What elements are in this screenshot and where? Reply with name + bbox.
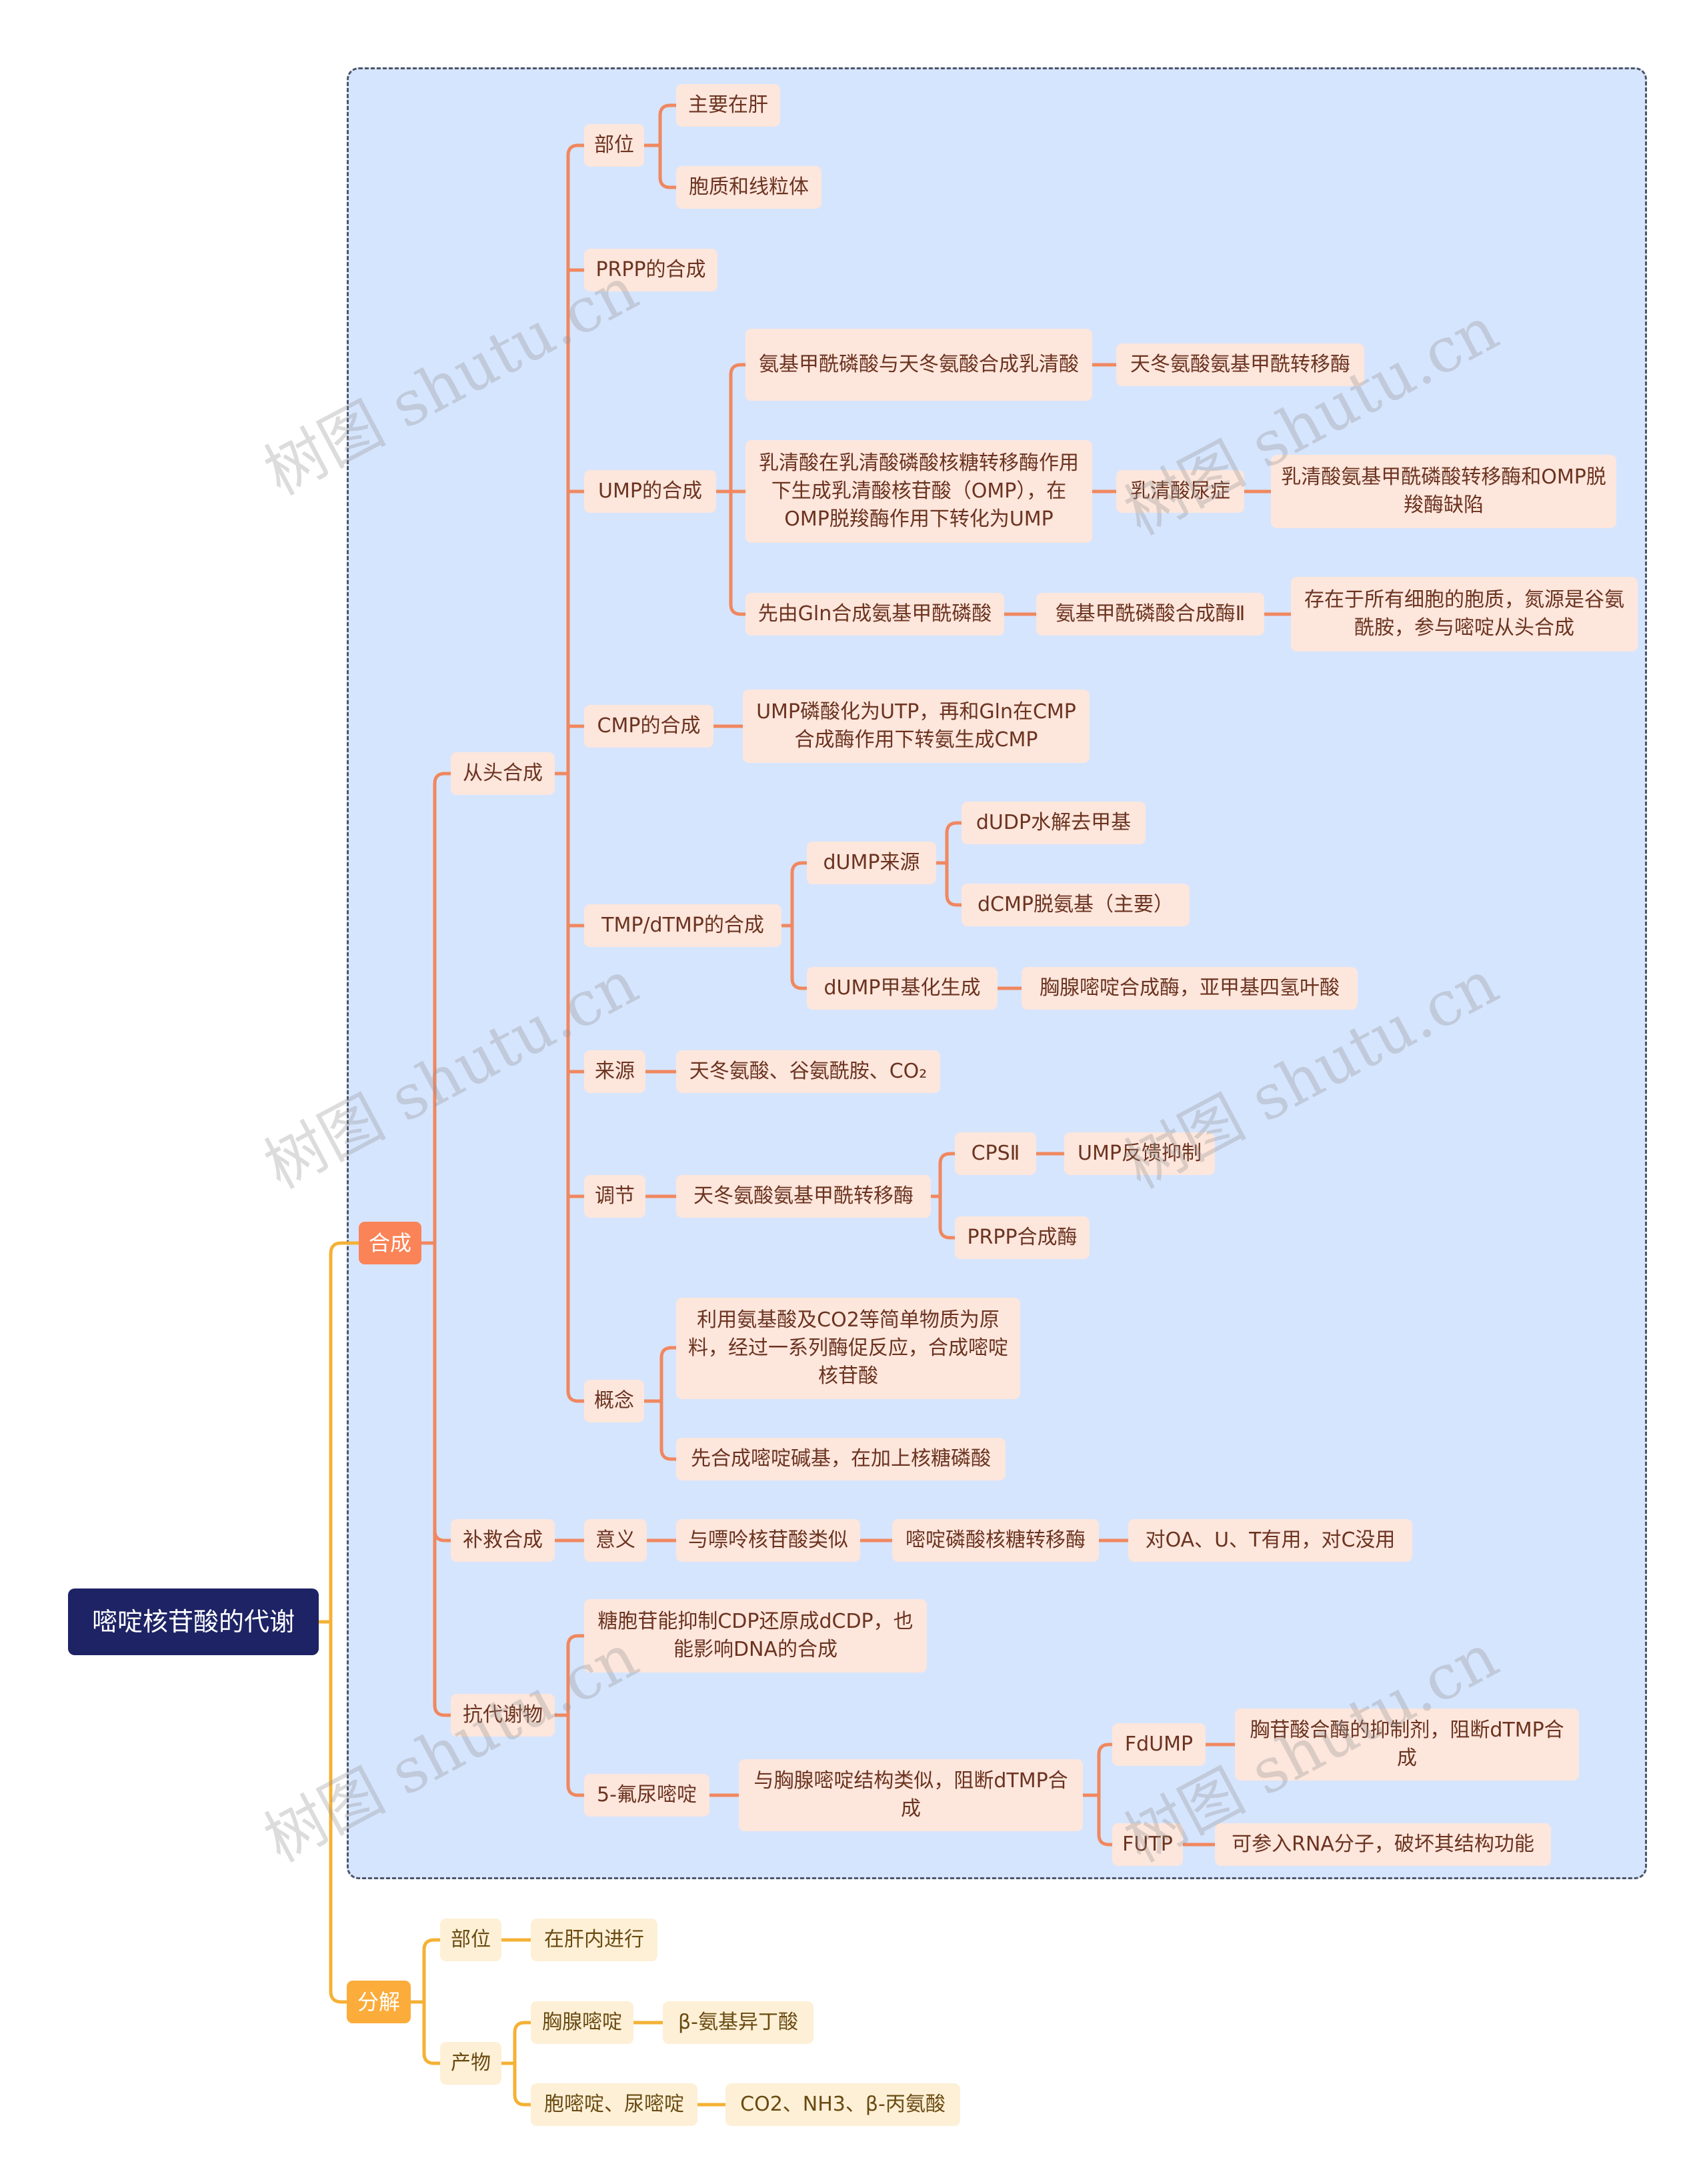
node-ump-step3[interactable]: 先由Gln合成氨基甲酰磷酸 bbox=[745, 593, 1004, 636]
edge-decomp-prod bbox=[499, 2021, 727, 2107]
node-fdump[interactable]: FdUMP bbox=[1112, 1723, 1206, 1766]
node-cytarabine[interactable]: 糖胞苷能抑制CDP还原成dCDP，也能影响DNA的合成 bbox=[584, 1599, 927, 1673]
node-antimetabolite[interactable]: 抗代谢物 bbox=[451, 1694, 555, 1737]
edge-reg bbox=[643, 1152, 1066, 1240]
node-decomp-site-desc[interactable]: 在肝内进行 bbox=[531, 1919, 657, 1961]
edge-denovo bbox=[553, 143, 586, 1403]
node-cps2-note[interactable]: 存在于所有细胞的胞质，氮源是谷氨酰胺，参与嘧啶从头合成 bbox=[1291, 577, 1638, 652]
node-decomposition[interactable]: 分解 bbox=[347, 1981, 411, 2023]
edge-concept bbox=[642, 1346, 678, 1461]
node-concept[interactable]: 概念 bbox=[584, 1380, 644, 1422]
node-synthesis[interactable]: 合成 bbox=[359, 1222, 421, 1264]
node-ump-step1-enzyme[interactable]: 天冬氨酸氨基甲酰转移酶 bbox=[1116, 343, 1364, 386]
node-fdump-desc[interactable]: 胸苷酸合酶的抑制剂，阻断dTMP合成 bbox=[1235, 1709, 1579, 1781]
node-futp[interactable]: FUTP bbox=[1112, 1823, 1183, 1866]
node-5fu-desc[interactable]: 与胸腺嘧啶结构类似，阻断dTMP合成 bbox=[739, 1759, 1083, 1831]
node-cmp-desc[interactable]: UMP磷酸化为UTP，再和Gln在CMP合成酶作用下转氨生成CMP bbox=[743, 690, 1090, 763]
node-regulation[interactable]: 调节 bbox=[584, 1175, 645, 1218]
node-cu-products[interactable]: CO2、NH3、β-丙氨酸 bbox=[725, 2083, 960, 2126]
node-cps2[interactable]: 氨基甲酰磷酸合成酶Ⅱ bbox=[1036, 593, 1264, 636]
edge-anti bbox=[553, 1634, 586, 1797]
node-cmp-synthesis[interactable]: CMP的合成 bbox=[584, 705, 713, 748]
node-salvage-meaning[interactable]: 意义 bbox=[584, 1519, 647, 1562]
node-ump-feedback[interactable]: UMP反馈抑制 bbox=[1064, 1132, 1215, 1175]
node-salvage-enzyme[interactable]: 嘧啶磷酸核糖转移酶 bbox=[892, 1519, 1099, 1562]
node-site[interactable]: 部位 bbox=[584, 124, 644, 167]
node-orotic-aciduria[interactable]: 乳清酸尿症 bbox=[1116, 470, 1244, 513]
node-source[interactable]: 来源 bbox=[584, 1050, 645, 1093]
node-salvage-synthesis[interactable]: 补救合成 bbox=[451, 1519, 555, 1562]
node-de-novo-synthesis[interactable]: 从头合成 bbox=[451, 752, 555, 795]
node-cytosine-uracil[interactable]: 胞嘧啶、尿嘧啶 bbox=[531, 2083, 697, 2126]
node-futp-desc[interactable]: 可参入RNA分子，破坏其结构功能 bbox=[1215, 1823, 1551, 1866]
node-concept-def[interactable]: 利用氨基酸及CO2等简单物质为原料，经过一系列酶促反应，合成嘧啶核苷酸 bbox=[676, 1298, 1020, 1399]
edge-site bbox=[642, 103, 678, 189]
node-ump-step1[interactable]: 氨基甲酰磷酸与天冬氨酸合成乳清酸 bbox=[745, 329, 1092, 401]
node-5fu[interactable]: 5-氟尿嘧啶 bbox=[584, 1774, 709, 1817]
edge-dump-src bbox=[934, 821, 964, 907]
edge-ump bbox=[714, 363, 747, 616]
node-prpp-synthesis[interactable]: PRPP的合成 bbox=[584, 249, 717, 291]
edge-root bbox=[317, 1241, 361, 2004]
node-site-cytoplasm[interactable]: 胞质和线粒体 bbox=[676, 166, 821, 209]
node-site-liver[interactable]: 主要在肝 bbox=[676, 84, 780, 127]
edge-fu bbox=[707, 1743, 1237, 1847]
node-prpp-synthetase[interactable]: PRPP合成酶 bbox=[955, 1216, 1090, 1259]
node-dump-methylation[interactable]: dUMP甲基化生成 bbox=[807, 967, 998, 1010]
node-ump-synthesis[interactable]: UMP的合成 bbox=[584, 470, 716, 513]
node-tmp-synthesis[interactable]: TMP/dTMP的合成 bbox=[584, 904, 781, 947]
node-cps2-reg[interactable]: CPSⅡ bbox=[955, 1132, 1036, 1175]
node-salvage-note[interactable]: 对OA、U、T有用，对C没用 bbox=[1128, 1519, 1412, 1562]
node-dcmp-deamination[interactable]: dCMP脱氨基（主要） bbox=[962, 884, 1190, 926]
node-decomp-site[interactable]: 部位 bbox=[440, 1919, 501, 1961]
edge-decomp bbox=[409, 1938, 442, 2065]
node-regulation-enzyme[interactable]: 天冬氨酸氨基甲酰转移酶 bbox=[676, 1175, 931, 1218]
node-decomp-product[interactable]: 产物 bbox=[440, 2042, 501, 2085]
node-thymine[interactable]: 胸腺嘧啶 bbox=[531, 2001, 633, 2044]
node-orotic-aciduria-cause[interactable]: 乳清酸氨基甲酰磷酸转移酶和OMP脱羧酶缺陷 bbox=[1271, 455, 1616, 528]
edge-tmp bbox=[779, 861, 809, 990]
node-concept-order[interactable]: 先合成嘧啶碱基，在加上核糖磷酸 bbox=[676, 1438, 1006, 1480]
root-node[interactable]: 嘧啶核苷酸的代谢 bbox=[68, 1588, 319, 1655]
node-thymidylate-synthase[interactable]: 胸腺嘧啶合成酶，亚甲基四氢叶酸 bbox=[1022, 967, 1358, 1010]
node-salvage-similar[interactable]: 与嘌呤核苷酸类似 bbox=[676, 1519, 860, 1562]
edge-synth bbox=[419, 772, 453, 1717]
node-source-desc[interactable]: 天冬氨酸、谷氨酰胺、CO₂ bbox=[676, 1050, 940, 1093]
node-ump-step2[interactable]: 乳清酸在乳清酸磷酸核糖转移酶作用下生成乳清酸核苷酸（OMP），在OMP脱羧酶作用… bbox=[745, 440, 1092, 543]
node-dump-source[interactable]: dUMP来源 bbox=[807, 842, 936, 884]
node-dudp-hydrolysis[interactable]: dUDP水解去甲基 bbox=[962, 802, 1146, 844]
node-thymine-product[interactable]: β-氨基异丁酸 bbox=[663, 2001, 813, 2044]
